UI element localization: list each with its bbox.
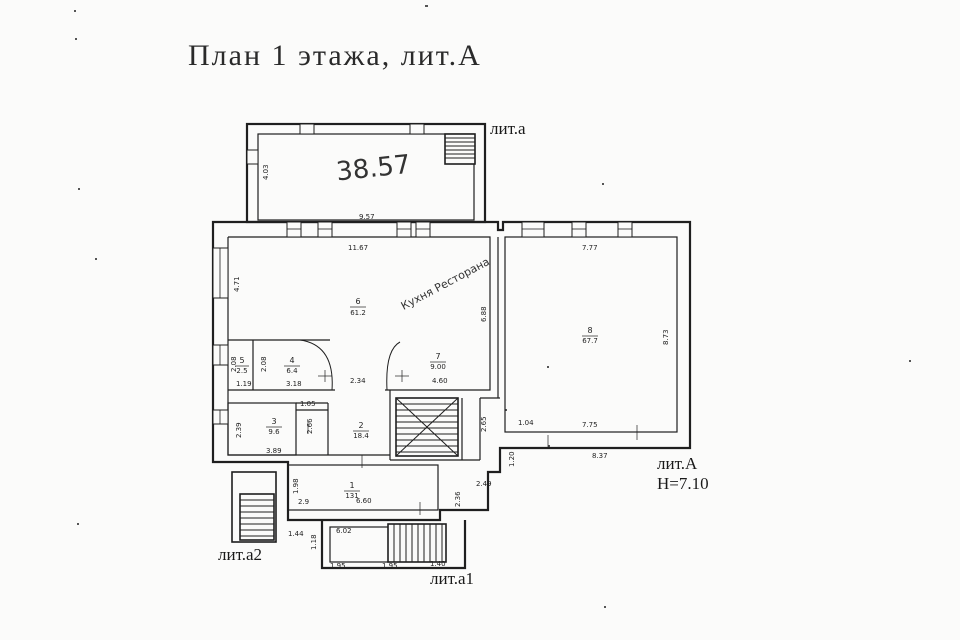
room-label-1: 1 131 [344,481,360,500]
svg-text:1.95: 1.95 [382,562,398,570]
room-label-2: 2 18.4 [353,421,369,440]
svg-text:7.75: 7.75 [582,421,598,429]
svg-text:2.65: 2.65 [480,416,488,432]
stair-lit-a2 [231,471,277,543]
room-label-6: 6 61.2 [350,297,366,317]
svg-text:5: 5 [239,356,244,365]
dimension-labels: 4.03 9.57 11.67 4.71 6.88 7.77 8.73 7.75… [230,164,670,570]
svg-text:9.00: 9.00 [430,363,446,371]
svg-text:7: 7 [435,352,440,361]
label-height: H=7.10 [657,474,709,493]
annex-lit-a [245,122,487,224]
svg-text:61.2: 61.2 [350,309,366,317]
svg-text:8.37: 8.37 [592,452,608,460]
svg-text:1.40: 1.40 [430,560,446,568]
label-lit-a1: лит.а1 [430,569,474,588]
plan-title: План 1 этажа, лит.А [188,39,482,72]
svg-text:1.98: 1.98 [292,478,300,494]
svg-text:3.18: 3.18 [286,380,302,388]
svg-text:2.39: 2.39 [235,422,243,438]
svg-text:8: 8 [587,326,592,335]
svg-text:4.03: 4.03 [262,164,270,180]
room-label-3: 3 9.6 [266,417,282,436]
svg-text:2: 2 [358,421,363,430]
svg-text:1.44: 1.44 [288,530,304,538]
room-label-4: 4 6.4 [284,356,300,375]
svg-text:3: 3 [271,417,276,426]
svg-text:6.02: 6.02 [336,527,352,535]
svg-text:2.66: 2.66 [306,418,314,434]
porch-lit-a1 [320,520,467,570]
svg-text:11.67: 11.67 [348,244,368,252]
svg-text:1.05: 1.05 [300,400,316,408]
svg-text:6.4: 6.4 [286,367,298,375]
room-label-8: 8 67.7 [582,326,598,345]
stair-lit-a [444,133,476,165]
svg-text:1.20: 1.20 [508,451,516,467]
svg-text:6.88: 6.88 [480,306,488,322]
svg-text:2.34: 2.34 [350,377,366,385]
svg-text:2.08: 2.08 [260,356,268,372]
room-label-5: 5 2.5 [235,356,249,375]
svg-text:4.71: 4.71 [233,276,241,292]
scan-specks [74,5,911,608]
svg-text:6.60: 6.60 [356,497,372,505]
svg-text:4: 4 [289,356,294,365]
svg-text:9.6: 9.6 [268,428,280,436]
main-building [211,220,692,522]
windows [212,123,633,425]
svg-text:3.89: 3.89 [266,447,282,455]
svg-text:6: 6 [355,297,360,306]
svg-text:18.4: 18.4 [353,432,369,440]
svg-text:2.36: 2.36 [454,491,462,507]
svg-text:9.57: 9.57 [359,213,375,221]
svg-text:1.18: 1.18 [310,534,318,550]
label-lit-A: лит.А [657,454,698,473]
handwritten-area: 38.57 [335,150,412,188]
svg-text:1.04: 1.04 [518,419,534,427]
svg-text:1.19: 1.19 [236,380,252,388]
svg-text:2.49: 2.49 [476,480,492,488]
svg-text:1: 1 [349,481,354,490]
handwritten-note: Кухня Ресторана [399,255,492,313]
svg-text:7.77: 7.77 [582,244,598,252]
svg-text:67.7: 67.7 [582,337,598,345]
label-lit-a-small: лит.а [490,119,526,138]
room-label-7: 7 9.00 [430,352,446,371]
main-stair [395,397,459,457]
label-lit-a2: лит.а2 [218,545,262,564]
svg-text:2.9: 2.9 [298,498,309,506]
svg-text:1.95: 1.95 [330,562,346,570]
svg-text:8.73: 8.73 [662,329,670,345]
svg-text:2.08: 2.08 [230,356,238,372]
svg-text:2.5: 2.5 [236,367,247,375]
svg-text:4.60: 4.60 [432,377,448,385]
svg-text:131: 131 [345,492,358,500]
